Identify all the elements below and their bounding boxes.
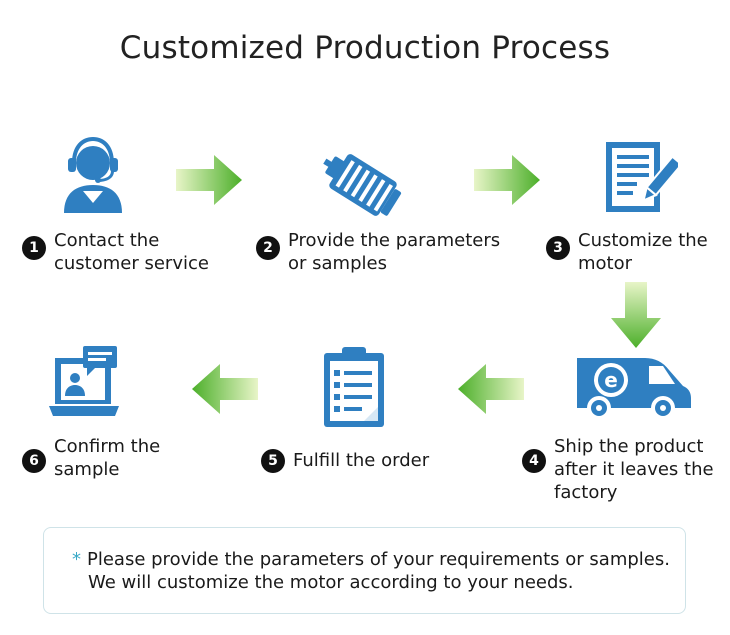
note-line-2: We will customize the motor according to… [88,572,574,593]
document-pencil-icon [606,142,678,212]
arrow-left-icon [458,364,524,414]
arrow-right-icon [474,155,540,205]
step-2: 2 Provide the parameters or samples [256,229,500,275]
svg-text:e: e [604,368,618,392]
arrow-down-icon [611,282,661,348]
motor-icon [323,154,402,216]
arrow-left-icon [192,364,258,414]
step-number-badge: 2 [256,236,280,260]
page-title: Customized Production Process [119,30,611,66]
step-label: Fulfill the order [293,450,430,471]
step-number-badge: 5 [261,449,285,473]
step-number-badge: 1 [22,236,46,260]
note-line-1: *Please provide the parameters of your r… [72,549,670,570]
customer-service-headset-icon [64,137,122,213]
arrow-right-icon [176,155,242,205]
step-3: 3 Customize the motor [546,229,708,275]
asterisk: * [72,549,81,570]
step-number-badge: 4 [522,449,546,473]
step-4: 4 Ship the product after it leaves the f… [522,435,714,504]
step-number-badge: 6 [22,449,46,473]
step-number-badge: 3 [546,236,570,260]
step-label: Customize the motor [578,230,708,274]
step-label: Confirm the sample [54,436,161,480]
clipboard-checklist-icon [324,347,384,427]
step-6: 6 Confirm the sample [22,435,160,481]
laptop-user-chat-icon [49,346,119,416]
step-label: Provide the parameters or samples [288,230,501,274]
step-label: Contact the customer service [54,230,209,274]
delivery-van-icon: e [577,358,691,420]
step-1: 1 Contact the customer service [22,229,209,275]
note-box: *Please provide the parameters of your r… [43,527,686,614]
step-label: Ship the product after it leaves the fac… [554,436,714,503]
step-5: 5 Fulfill the order [261,449,429,473]
